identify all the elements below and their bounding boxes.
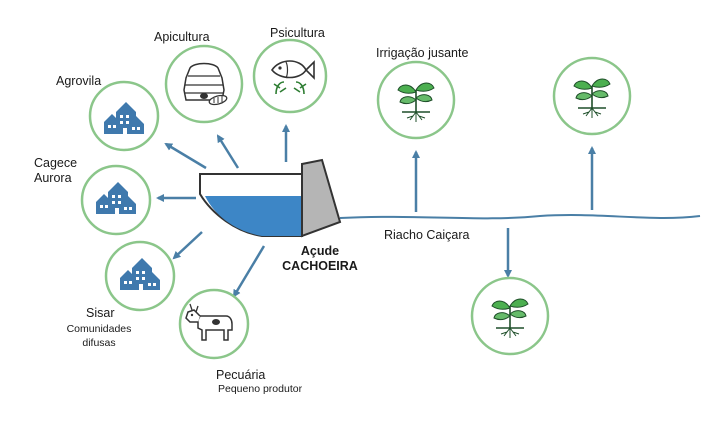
- label-pecuaria-sub: Pequeno produtor: [218, 383, 303, 395]
- label-pecuaria: Pecuária: [216, 368, 266, 382]
- label-acude-line2: CACHOEIRA: [282, 259, 358, 273]
- dam-wall: [301, 158, 342, 238]
- label-acude-line1: Açude: [300, 244, 340, 258]
- label-acude: Açude CACHOEIRA: [268, 244, 372, 274]
- reservoir: [199, 158, 342, 238]
- label-sisar: Sisar: [86, 306, 115, 320]
- water: [205, 196, 302, 236]
- arrow-apicultura: [216, 134, 240, 169]
- label-riacho: Riacho Caiçara: [384, 228, 470, 242]
- label-agrovila: Agrovila: [56, 74, 102, 88]
- label-cagece-line1: Cagece: [34, 156, 78, 170]
- label-cagece: Cagece Aurora: [34, 156, 77, 186]
- label-sisar-sub-line2: difusas: [82, 337, 116, 349]
- river-line: [339, 214, 701, 220]
- label-apicultura: Apicultura: [154, 30, 210, 44]
- arrow-pecuaria: [232, 245, 266, 298]
- arrow-sisar: [172, 231, 203, 260]
- label-cagece-line2: Aurora: [34, 171, 72, 185]
- arrows: [156, 124, 596, 298]
- arrow-agrovila: [164, 142, 207, 170]
- label-irrigacao: Irrigação jusante: [376, 46, 469, 60]
- fish-icon: [271, 60, 315, 95]
- label-sisar-sub-line1: Comunidades: [66, 323, 132, 335]
- label-psicultura: Psicultura: [270, 26, 325, 40]
- cow-icon: [185, 303, 233, 341]
- label-sisar-sub: Comunidades difusas: [58, 322, 140, 350]
- beehive-icon: [183, 62, 228, 106]
